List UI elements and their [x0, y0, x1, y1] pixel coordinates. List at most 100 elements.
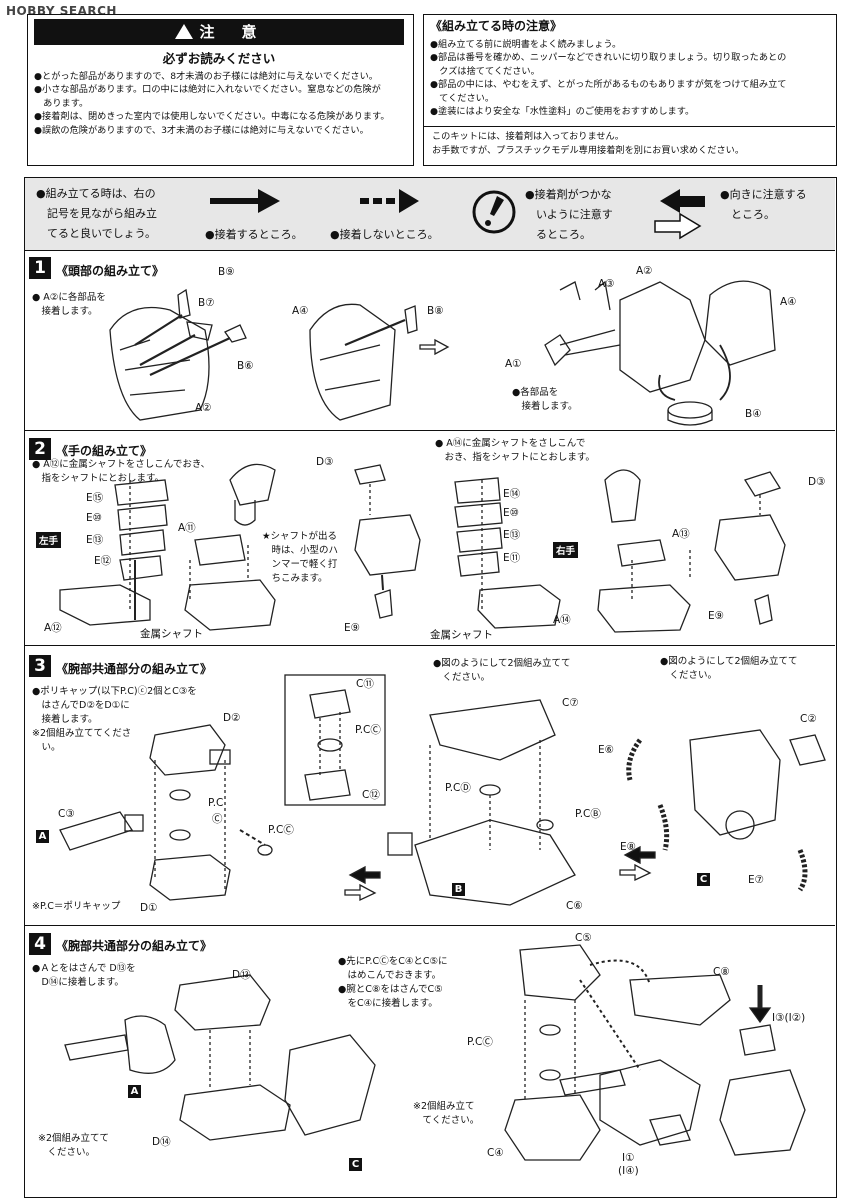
part-label: A⑪ [178, 522, 196, 534]
subassembly-tag-a: A [36, 830, 49, 843]
instructions-frame [24, 177, 837, 1198]
subassembly-tag-b: B [452, 883, 465, 896]
step-note-line: 接着します。 [32, 714, 98, 725]
assembly-note: ●組み立てる前に説明書をよく読みましょう。 [430, 39, 622, 50]
caution-item: ●とがった部品がありますので、8才未満のお子様には絶対に与えないでください。 [34, 71, 378, 82]
part-label: A④ [780, 296, 797, 308]
step-note-line: ※2個組み立て [413, 1101, 475, 1112]
part-label: I③(I②) [772, 1012, 806, 1024]
part-label: E⑨ [344, 622, 361, 634]
caution-item: ●小さな部品があります。口の中には絶対に入れないでください。窒息などの危険が [34, 84, 381, 96]
part-label: D⑭ [152, 1136, 171, 1148]
warning-icon [175, 24, 194, 39]
legend-intro: ●組み立てる時は、右の 記号を見ながら組み立 てると良いでしょう。 [36, 184, 157, 244]
step-title: 《手の組み立て》 [56, 444, 153, 458]
part-label: C⑥ [566, 900, 583, 912]
step-number: 3 [29, 655, 51, 677]
step-note: ● A②に各部品を 接着します。 [32, 291, 106, 319]
part-label: E⑭ [503, 488, 521, 500]
step-note-line: い。 [32, 742, 61, 753]
assembly-note: ●部品は番号を確かめ、ニッパーなどできれいに切り取りましょう。切り取ったあとの [430, 52, 787, 64]
part-label: E⑫ [94, 555, 112, 567]
part-label: E⑮ [86, 492, 104, 504]
step-note-line: ください。 [38, 1147, 96, 1158]
assembly-note: ●部品の中には、やむをえず、とがった所があるものもありますが気をつけて組み立て [430, 79, 787, 91]
glue-notice: このキットには、接着剤は入っておりません。 お手数ですが、プラスチックモデル専用… [432, 130, 832, 158]
subassembly-tag-a: A [128, 1085, 141, 1098]
hammer-note-line: ンマーで軽く打 [262, 559, 338, 570]
assembly-notes-box [423, 14, 837, 166]
caution-item: ●接着剤は、閉めきった室内では使用しないでください。中毒になる危険があります。 [34, 111, 390, 123]
step-note: ●先にP.CⒸをC④とC⑤に はめこんでおきます。 ●腕とC⑧をはさんでC⑤ を… [338, 955, 448, 1011]
step-note-line: ● A⑫に金属シャフトをさしこんでおき、 [32, 459, 211, 470]
legend-noglue-label: ●接着しないところ。 [330, 228, 439, 241]
part-label: E⑧ [620, 841, 637, 853]
step-divider [25, 430, 835, 431]
subassembly-tag-c: C [349, 1158, 362, 1171]
legend-caution-label: ●接着剤がつかな いように注意す るところ。 [525, 185, 613, 245]
legend-caution-line: いように注意す [525, 208, 613, 221]
step-note: ●図のようにして2個組み立てて ください。 [660, 655, 798, 683]
part-label: A⑭ [553, 614, 571, 626]
part-label: E⑥ [598, 744, 615, 756]
caution-item: あります。 [34, 97, 89, 109]
caution-header: 注 意 [34, 19, 404, 45]
legend-glue-label: ●接着するところ。 [205, 228, 303, 241]
part-label: B⑨ [218, 266, 235, 278]
subassembly-tag-c: C [697, 873, 710, 886]
part-label: C④ [487, 1147, 504, 1159]
step-number: 2 [29, 438, 51, 460]
caution-list: ●とがった部品がありますので、8才未満のお子様には絶対に与えないでください。 ●… [34, 70, 406, 137]
part-label: C⑧ [713, 966, 730, 978]
step-note: ●Ａとをはさんで D⑬を D⑭に接着します。 [32, 962, 136, 990]
step-note-line: ●先にP.CⒸをC④とC⑤に [338, 956, 448, 967]
legend-direction-line: ●向きに注意する [720, 188, 807, 201]
part-label: D② [223, 712, 241, 724]
legend-intro-line: てると良いでしょう。 [36, 227, 157, 240]
assembly-note: ●塗装にはより安全な「水性塗料」のご使用をおすすめします。 [430, 106, 695, 118]
shaft-label: 金属シャフト [140, 628, 203, 640]
part-label: E⑪ [503, 552, 521, 564]
step-note: ● A⑫に金属シャフトをさしこんでおき、 指をシャフトにとおします。 [32, 458, 210, 486]
legend-intro-line: 記号を見ながら組み立 [36, 207, 157, 220]
right-hand-tag: 右手 [553, 542, 579, 558]
part-label: P.CⒸ [467, 1036, 493, 1048]
hammer-note: ★シャフトが出る 時は、小型のハ ンマーで軽く打 ちこみます。 [262, 530, 338, 586]
part-label: I① [622, 1152, 635, 1164]
part-label: A② [636, 265, 653, 277]
part-label: D① [140, 902, 158, 914]
assembly-notes-title: 《組み立てる時の注意》 [430, 19, 563, 33]
part-label: A⑫ [44, 622, 62, 634]
step-note: ● A⑭に金属シャフトをさしこんで おき、指をシャフトにとおします。 [435, 437, 595, 465]
part-label: E⑩ [86, 512, 103, 524]
part-label: B⑥ [237, 360, 254, 372]
part-label: P.CⒸ [355, 724, 381, 736]
part-label: C③ [58, 808, 75, 820]
step-note-line: てください。 [413, 1115, 480, 1126]
step-note-line: ください。 [433, 672, 491, 683]
step-note-line: ●腕とC⑧をはさんでC⑤ [338, 984, 443, 995]
step-note: ●図のようにして2個組み立てて ください。 [433, 657, 571, 685]
step-note: ●ポリキャップ(以下P.C)ⓒ2個とC③を はさんでD②をD①に 接着します。 … [32, 685, 197, 755]
part-label: D③ [808, 476, 826, 488]
shaft-label: 金属シャフト [430, 629, 493, 641]
step-note-line: ください。 [660, 670, 718, 681]
part-label: D⑬ [232, 969, 251, 981]
step-note-line: ●図のようにして2個組み立てて [433, 658, 571, 669]
step-note-line: 接着します。 [512, 401, 578, 412]
part-label: E⑨ [708, 610, 725, 622]
caution-title: 注 意 [199, 23, 263, 41]
part-label: C② [800, 713, 817, 725]
part-label: P.CⒹ [445, 782, 471, 794]
hammer-note-line: ★シャフトが出る [262, 531, 338, 542]
hammer-note-line: ちこみます。 [262, 573, 328, 584]
part-label: C⑫ [362, 789, 380, 801]
part-label: P.C [208, 797, 224, 809]
step-divider [25, 925, 835, 926]
part-label: B⑦ [198, 297, 215, 309]
part-label: A⑬ [672, 528, 690, 540]
legend-caution-line: るところ。 [525, 228, 591, 241]
step-note-line: ● A⑭に金属シャフトをさしこんで [435, 438, 586, 449]
step-note-line: はめこんでおきます。 [338, 970, 442, 981]
divider [424, 126, 835, 127]
